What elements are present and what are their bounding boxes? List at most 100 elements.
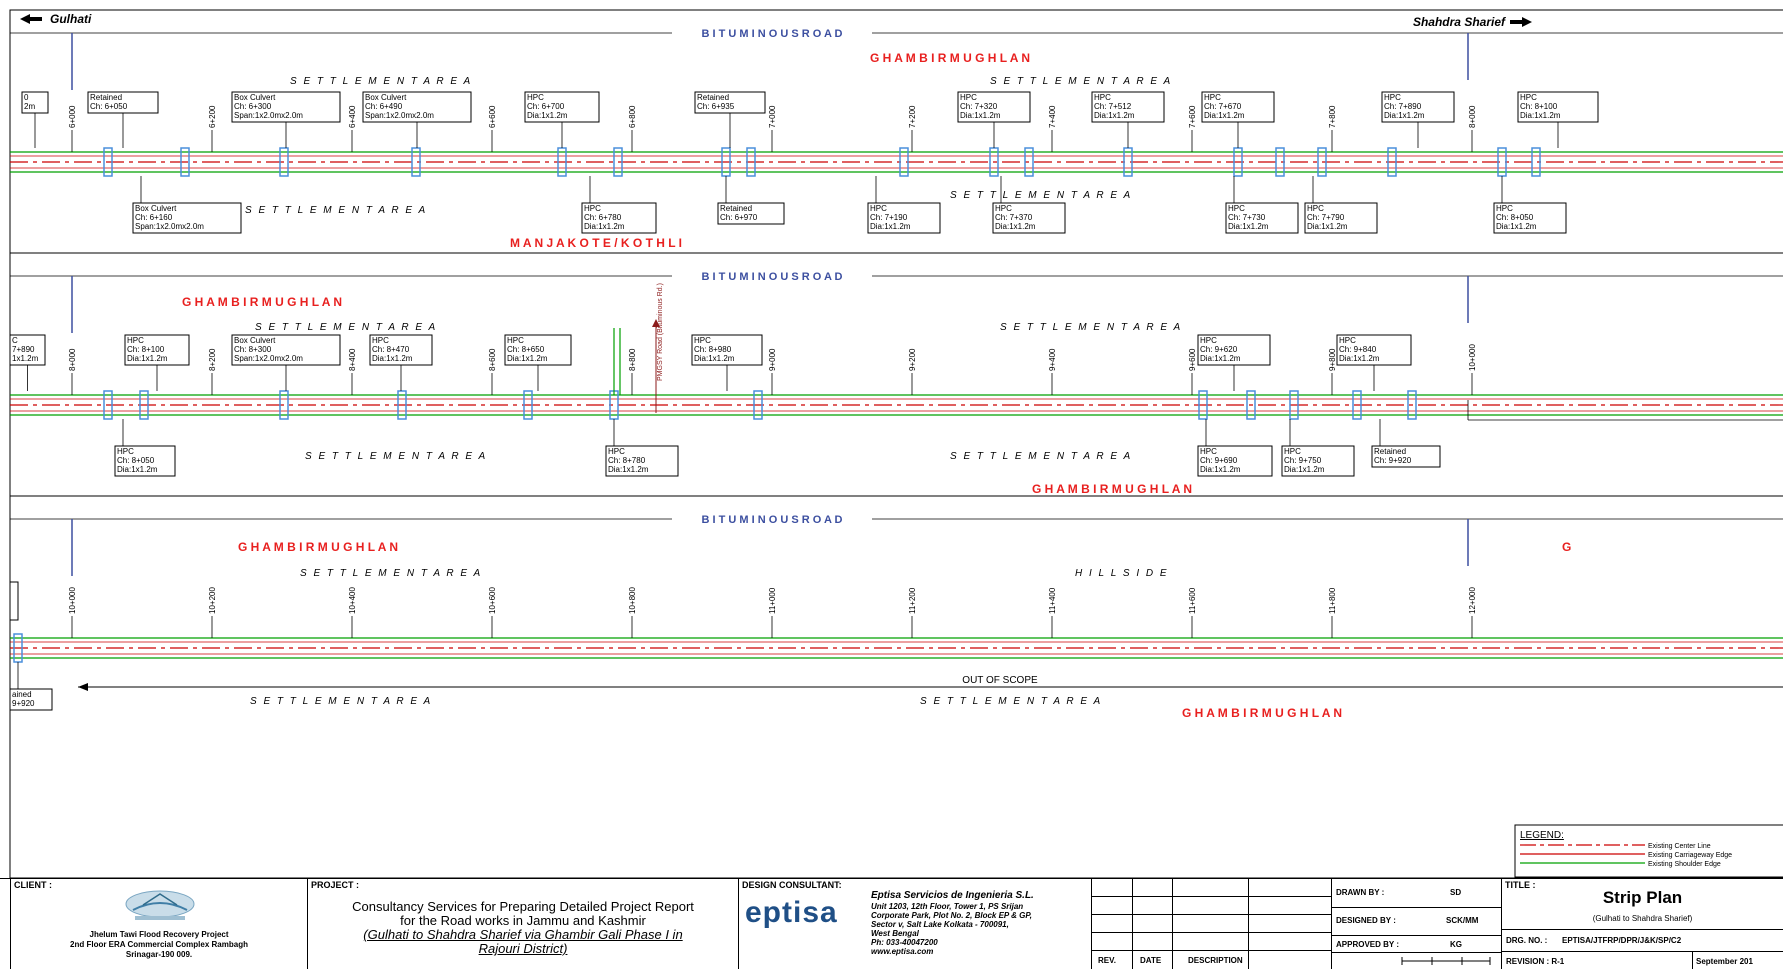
culvert-marker	[139, 390, 149, 420]
project-line-4: Rajouri District)	[478, 941, 568, 956]
structure-callout-text: Ch: 9+920	[1374, 456, 1412, 465]
structure-callout-text: Span:1x2.0mx2.0m	[135, 222, 204, 231]
structure-callout-text: HPC	[507, 336, 524, 345]
place-name: G H A M B I R M U G H L A N	[870, 51, 1030, 65]
structure-callout-box	[124, 334, 190, 366]
culvert-marker	[1407, 390, 1417, 420]
culvert-marker	[1531, 147, 1541, 177]
structure-callout-box	[524, 91, 600, 123]
chainage-label: 10+000	[68, 587, 77, 614]
structure-callout-text: Ch: 9+750	[1284, 456, 1322, 465]
structure-callout-text: HPC	[1384, 93, 1401, 102]
structure-callout-text: 2m	[24, 102, 35, 111]
legend-box	[1514, 824, 1783, 878]
consultant-line-4: West Bengal	[871, 929, 919, 938]
chainage-label: 6+200	[208, 105, 217, 128]
structure-callout-text: Ch: 7+370	[995, 213, 1033, 222]
chainage-label: 7+000	[768, 105, 777, 128]
structure-callout-text: Dia:1x1.2m	[1339, 354, 1380, 363]
structure-callout-text: Dia:1x1.2m	[507, 354, 548, 363]
legend-item: Existing Carriageway Edge	[1648, 852, 1732, 859]
side-road-arrow-icon	[652, 319, 660, 327]
culvert-marker	[1198, 390, 1208, 420]
structure-callout-box	[9, 688, 53, 711]
structure-callout-box	[504, 334, 572, 366]
approval-row-1	[1332, 907, 1501, 908]
structure-callout-text: HPC	[527, 93, 544, 102]
structure-callout-text: Dia:1x1.2m	[960, 111, 1001, 120]
place-name: G H A M B I R M U G H L A N	[1032, 482, 1192, 496]
consultant-name: Eptisa Servicios de Ingenieria S.L.	[871, 890, 1034, 901]
chainage-label: 9+400	[1048, 348, 1057, 371]
structure-callout-text: Ch: 8+100	[127, 345, 165, 354]
structure-callout-text: Retained	[90, 93, 122, 102]
structure-callout-text: Ch: 6+700	[527, 102, 565, 111]
chainage-label: 9+600	[1188, 348, 1197, 371]
client-line-2: 2nd Floor ERA Commercial Complex Rambagh	[70, 940, 248, 949]
structure-callout-box	[605, 445, 679, 477]
right-arrow-icon	[1510, 20, 1522, 24]
structure-callout-text: Ch: 8+650	[507, 345, 545, 354]
structure-callout-text: HPC	[127, 336, 144, 345]
rev-header: REV.	[1098, 956, 1116, 965]
culvert-marker	[523, 390, 533, 420]
structure-callout-text: Dia:1x1.2m	[1204, 111, 1245, 120]
client-logo-icon	[125, 890, 195, 920]
structure-callout-text: Retained	[720, 204, 752, 213]
client-label: CLIENT :	[14, 880, 52, 890]
culvert-marker	[1352, 390, 1362, 420]
structure-callout-box	[1493, 202, 1567, 234]
culvert-marker	[899, 147, 909, 177]
structure-callout-text: Dia:1x1.2m	[1094, 111, 1135, 120]
project-label: PROJECT :	[311, 880, 360, 890]
project-line-1: Consultancy Services for Preparing Detai…	[352, 899, 694, 914]
date-header: DATE	[1140, 956, 1162, 965]
area-label: S E T T L E M E N T A R E A	[250, 696, 432, 707]
consultant-line-2: Corporate Park, Plot No. 2, Block EP & G…	[871, 911, 1032, 920]
client-cell: CLIENT : Jhelum Tawi Flood Recovery Proj…	[10, 878, 307, 969]
left-destination: Gulhati	[50, 12, 92, 26]
chainage-label: 11+000	[768, 587, 777, 614]
structure-callout-box	[1281, 445, 1355, 477]
structure-callout-box	[1517, 91, 1599, 123]
structure-callout-text: Ch: 8+050	[117, 456, 155, 465]
structure-callout-text: HPC	[995, 204, 1012, 213]
structure-callout-text: Span:1x2.0mx2.0m	[365, 111, 434, 120]
structure-callout-box	[1371, 445, 1441, 468]
place-name: G H A M B I R M U G H L A N	[1182, 706, 1342, 720]
area-label: S E T T L E M E N T A R E A	[255, 322, 437, 333]
structure-callout-text: Ch: 7+790	[1307, 213, 1345, 222]
structure-callout-text: Dia:1x1.2m	[127, 354, 168, 363]
chainage-label: 11+600	[1188, 587, 1197, 614]
chainage-label: 6+600	[488, 105, 497, 128]
consultant-line-6: www.eptisa.com	[871, 947, 934, 956]
scale-bar-icon	[1401, 957, 1491, 965]
structure-callout-text: HPC	[1496, 204, 1513, 213]
design-consultant-label: DESIGN CONSULTANT:	[742, 880, 842, 890]
title-row-1	[1502, 929, 1783, 930]
chainage-label: 11+200	[908, 587, 917, 614]
area-label: S E T T L E M E N T A R E A	[920, 696, 1102, 707]
structure-callout-text: Ch: 7+190	[870, 213, 908, 222]
chainage-label: 8+800	[628, 348, 637, 371]
culvert-marker	[279, 147, 289, 177]
structure-callout-text: Retained	[1374, 447, 1406, 456]
consultant-line-1: Unit 1203, 12th Floor, Tower 1, PS Srija…	[871, 902, 1024, 911]
structure-callout-text: Dia:1x1.2m	[1496, 222, 1537, 231]
structure-callout-box	[1197, 445, 1273, 477]
structure-callout-text: HPC	[1284, 447, 1301, 456]
structure-callout-text: Ch: 9+620	[1200, 345, 1238, 354]
structure-callout-text: Dia:1x1.2m	[372, 354, 413, 363]
structure-callout-text: HPC	[1339, 336, 1356, 345]
area-label: S E T T L E M E N T A R E A	[950, 190, 1132, 201]
structure-callout-text: Ch: 9+840	[1339, 345, 1377, 354]
client-line-3: Srinagar-190 009.	[125, 950, 193, 959]
drg-no-value: EPTISA/JTFRP/DPR/J&K/SP/C2	[1562, 936, 1682, 945]
structure-callout-text: HPC	[1200, 336, 1217, 345]
chainage-label: 11+400	[1048, 587, 1057, 614]
structure-callout-text: 1x1.2m	[12, 354, 39, 363]
structure-callout-text: Ch: 7+512	[1094, 102, 1132, 111]
